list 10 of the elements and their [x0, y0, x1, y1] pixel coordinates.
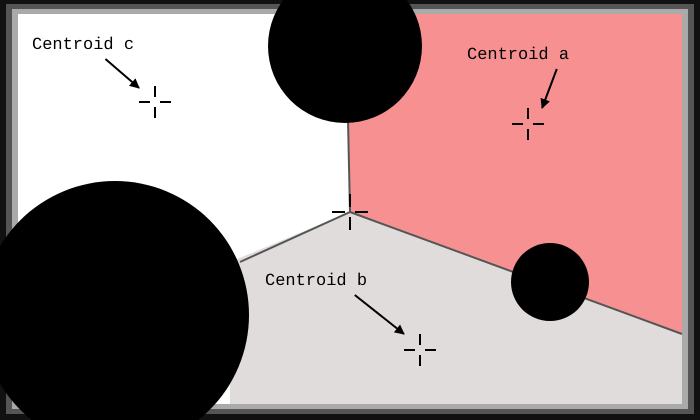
leader-line: [104, 58, 140, 89]
leader-line: [354, 294, 405, 335]
filled-circle: [510, 242, 590, 322]
leader-line: [540, 68, 558, 109]
crosshair-icon: [404, 334, 436, 366]
centroid-label: Centroid b: [265, 272, 368, 292]
crosshair-icon: [139, 86, 171, 118]
centroid-label: Centroid c: [32, 36, 134, 56]
centroid-label: Centroid a: [467, 46, 570, 66]
crosshair-icon: [512, 108, 544, 140]
